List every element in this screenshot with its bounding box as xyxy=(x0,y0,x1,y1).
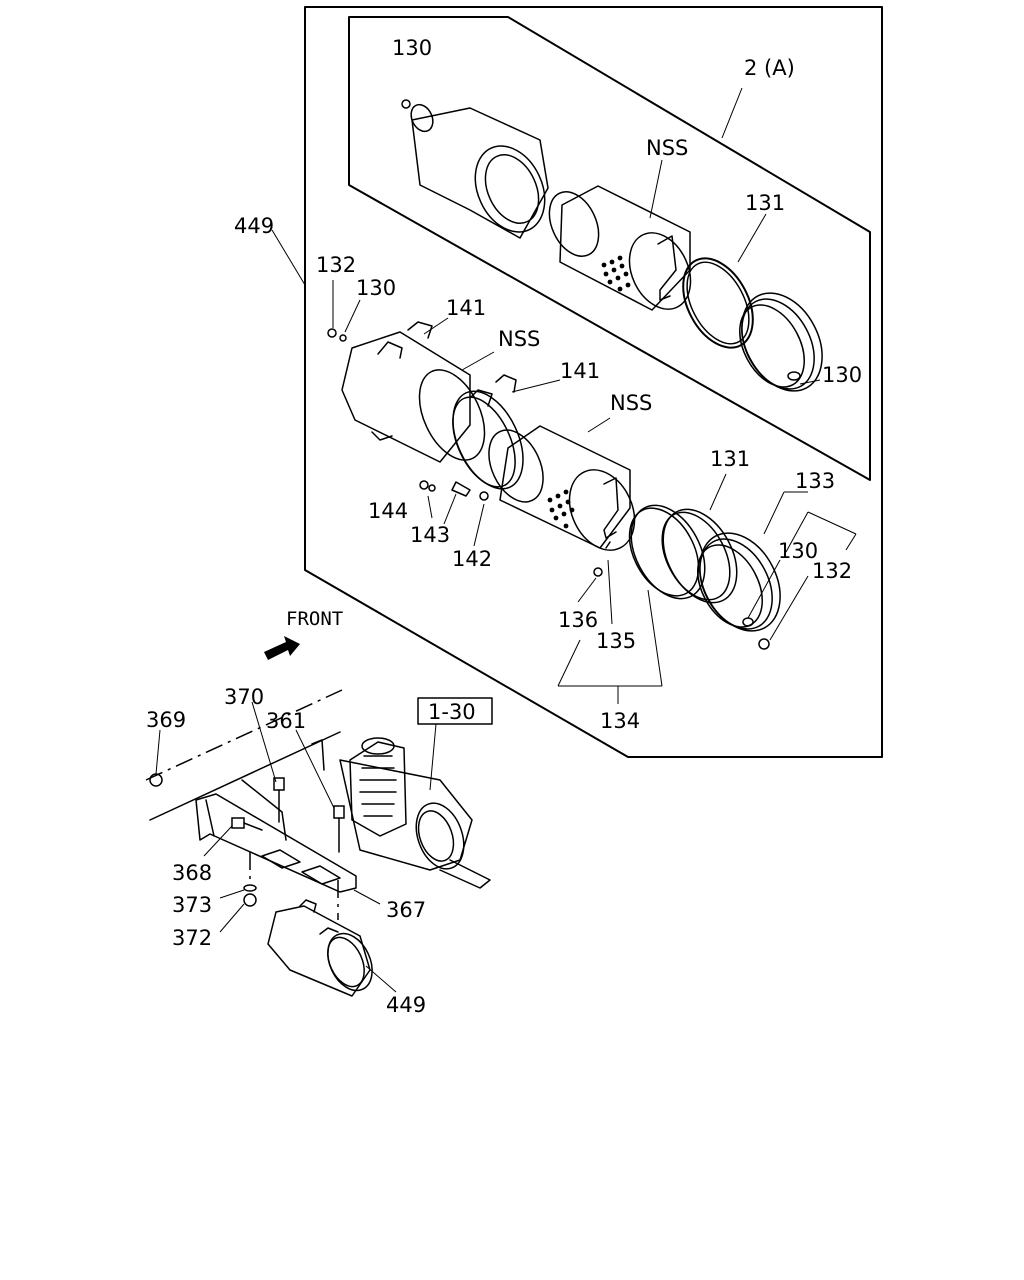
label-373: 373 xyxy=(172,893,212,917)
label-nss-low: NSS xyxy=(610,391,652,415)
air-cleaner-449-installed xyxy=(267,899,373,997)
label-141-upper: 141 xyxy=(446,296,486,320)
label-131-top: 131 xyxy=(745,191,785,215)
label-132-left: 132 xyxy=(316,253,356,277)
label-134: 134 xyxy=(600,709,640,733)
label-nss-top: NSS xyxy=(646,136,688,160)
filter-housing-top xyxy=(401,99,549,239)
label-367: 367 xyxy=(386,898,426,922)
small-fasteners xyxy=(419,480,611,577)
label-372: 372 xyxy=(172,926,212,950)
intake-pipe-1-30 xyxy=(311,737,491,889)
frame-rails xyxy=(145,689,343,821)
label-130-top: 130 xyxy=(392,36,432,60)
filter-housing-main xyxy=(327,321,486,463)
label-370: 370 xyxy=(224,685,264,709)
end-cap-main-133 xyxy=(697,532,781,650)
label-143: 143 xyxy=(410,523,450,547)
label-449-bottom: 449 xyxy=(386,993,426,1017)
label-449-outer: 449 xyxy=(234,214,274,238)
label-1-30: 1-30 xyxy=(428,700,476,724)
front-arrow-icon xyxy=(264,636,300,660)
label-133: 133 xyxy=(795,469,835,493)
label-131-low: 131 xyxy=(710,447,750,471)
label-361: 361 xyxy=(266,709,306,733)
label-141-lower: 141 xyxy=(560,359,600,383)
label-2a: 2 (A) xyxy=(744,56,795,80)
label-142: 142 xyxy=(452,547,492,571)
label-368: 368 xyxy=(172,861,212,885)
clamp-141-lower xyxy=(452,374,524,490)
label-135: 135 xyxy=(596,629,636,653)
assembly-449-boundary xyxy=(304,6,883,758)
label-132-low: 132 xyxy=(812,559,852,583)
mounting-bracket-367 xyxy=(195,779,357,920)
reference-box-1-30 xyxy=(417,697,493,725)
filter-element-main xyxy=(488,425,636,551)
label-369: 369 xyxy=(146,708,186,732)
label-130-left: 130 xyxy=(356,276,396,300)
installation-leaders xyxy=(155,701,437,993)
label-front: FRONT xyxy=(286,608,343,630)
end-cap-top xyxy=(739,292,823,392)
seal-rings-135-131 xyxy=(628,504,738,604)
bolts-370-361-368 xyxy=(149,773,345,907)
label-130-low: 130 xyxy=(778,539,818,563)
label-136: 136 xyxy=(558,608,598,632)
subassembly-2a-boundary xyxy=(348,16,871,481)
label-nss-mid: NSS xyxy=(498,327,540,351)
seal-ring-131-top xyxy=(682,257,754,349)
leader-lines xyxy=(271,87,857,704)
label-130-right: 130 xyxy=(822,363,862,387)
label-144: 144 xyxy=(368,499,408,523)
filter-element-top xyxy=(548,185,692,311)
